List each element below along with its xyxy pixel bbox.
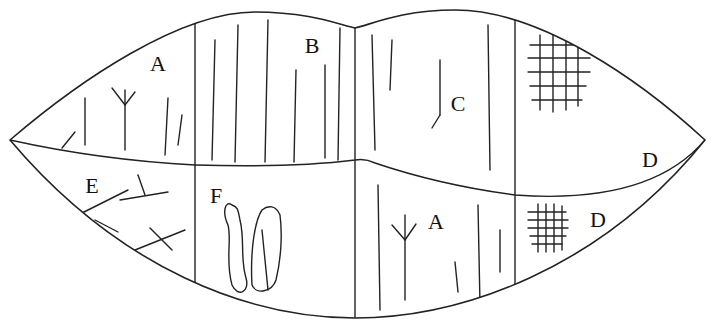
region-letter: D [590,209,606,231]
region-letter: C [451,93,466,115]
region-letter: B [305,35,320,57]
region-letter: F [210,185,222,207]
region-letter: A [150,53,166,75]
lips-outline [10,10,705,318]
region-letter: E [85,175,98,197]
region-letter: D [642,149,658,171]
region-letter: A [428,211,444,233]
